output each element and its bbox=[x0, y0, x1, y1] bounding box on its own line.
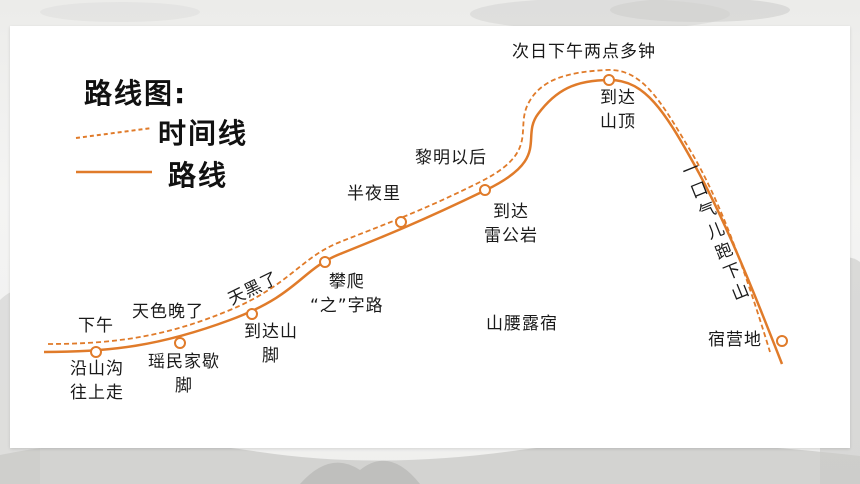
route-label-zigzag: 攀爬 “之”字路 bbox=[310, 270, 384, 318]
route-label-ravine-line1: 沿山沟 bbox=[70, 359, 124, 379]
route-path bbox=[43, 78, 784, 365]
route-label-summit-line2: 山顶 bbox=[600, 112, 636, 132]
node-midway bbox=[395, 216, 407, 228]
legend-time-line-label: 时间线 bbox=[158, 117, 249, 150]
time-line-path bbox=[47, 69, 771, 353]
route-label-foothill-line2: 脚 bbox=[262, 346, 280, 366]
route-label-zigzag-line1: 攀爬 bbox=[328, 272, 365, 292]
route-label-foothill-line1: 到达山 bbox=[244, 322, 298, 342]
route-label-yao-line1: 瑶民家歇 bbox=[148, 352, 220, 372]
route-label-ravine-line2: 往上走 bbox=[70, 383, 124, 403]
route-label-yao-line2: 脚 bbox=[175, 376, 193, 396]
route-label-yao-home: 瑶民家歇 脚 bbox=[148, 350, 220, 398]
node-camp bbox=[776, 335, 788, 347]
route-label-camp-midway: 山腰露宿 bbox=[486, 314, 558, 334]
route-label-summit-line1: 到达 bbox=[600, 88, 636, 108]
node-leigong-rock bbox=[479, 184, 491, 196]
route-label-leigong-line1: 到达 bbox=[493, 202, 529, 222]
route-label-foothill: 到达山 脚 bbox=[244, 320, 298, 368]
route-label-leigong-rock: 到达 雷公岩 bbox=[484, 200, 538, 248]
time-label-afternoon: 下午 bbox=[78, 316, 114, 336]
time-label-dawn: 黎明以后 bbox=[415, 148, 487, 168]
node-summit bbox=[603, 74, 615, 86]
node-zigzag bbox=[319, 256, 331, 268]
route-label-leigong-line2: 雷公岩 bbox=[484, 226, 538, 246]
node-foothill bbox=[246, 308, 258, 320]
diagram-card bbox=[10, 26, 850, 448]
time-label-next-day: 次日下午两点多钟 bbox=[512, 42, 656, 62]
route-label-ravine: 沿山沟 往上走 bbox=[70, 357, 124, 405]
route-label-camp: 宿营地 bbox=[708, 330, 762, 350]
time-label-midnight: 半夜里 bbox=[347, 184, 401, 204]
node-ravine bbox=[90, 346, 102, 358]
route-label-summit: 到达 山顶 bbox=[600, 86, 636, 134]
legend-route-label: 路线 bbox=[168, 159, 229, 192]
time-label-dusk: 天色晚了 bbox=[132, 302, 204, 322]
node-yao-home bbox=[174, 337, 186, 349]
route-label-zigzag-line2: “之”字路 bbox=[310, 296, 384, 316]
legend-time-line-sample bbox=[75, 127, 153, 139]
legend-title: 路线图: bbox=[84, 77, 188, 110]
